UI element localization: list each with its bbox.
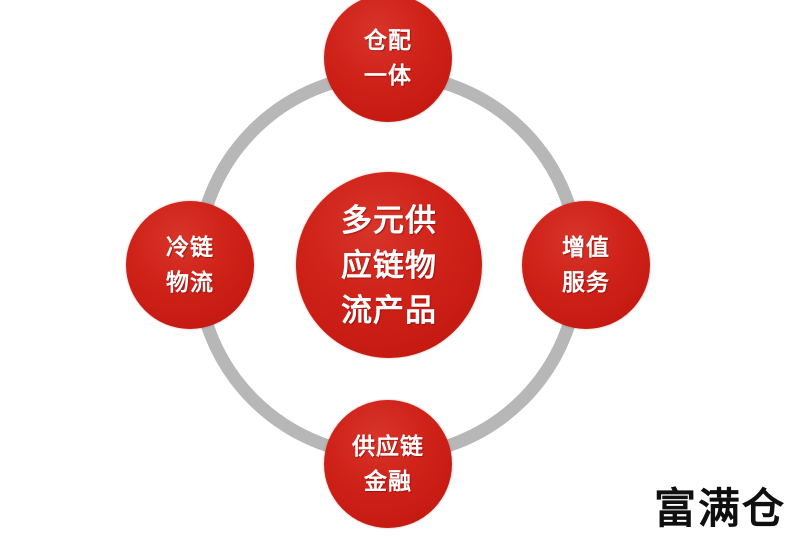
node-value-added-line-1: 增值 — [562, 234, 610, 260]
node-warehouse-distribution[interactable]: 仓配 一体 — [324, 0, 452, 122]
node-cold-chain[interactable]: 冷链 物流 — [126, 201, 254, 329]
node-cold-chain-line-1: 冷链 — [166, 234, 214, 260]
watermark-logo-text: 富满仓 — [653, 484, 786, 533]
center-node-line-1: 多元供 — [341, 202, 437, 238]
center-node[interactable]: 多元供 应链物 流产品 — [296, 172, 482, 358]
node-supply-chain-finance[interactable]: 供应链 金融 — [324, 400, 452, 528]
node-value-added-line-2: 服务 — [562, 269, 610, 295]
node-warehouse-distribution-line-2: 一体 — [364, 62, 412, 88]
node-warehouse-distribution-line-1: 仓配 — [364, 27, 412, 53]
node-supply-chain-finance-line-2: 金融 — [364, 468, 412, 494]
center-node-line-3: 流产品 — [341, 292, 437, 328]
node-supply-chain-finance-line-1: 供应链 — [352, 433, 424, 459]
center-node-line-2: 应链物 — [341, 247, 437, 283]
node-cold-chain-line-2: 物流 — [166, 269, 214, 295]
node-value-added[interactable]: 增值 服务 — [522, 201, 650, 329]
